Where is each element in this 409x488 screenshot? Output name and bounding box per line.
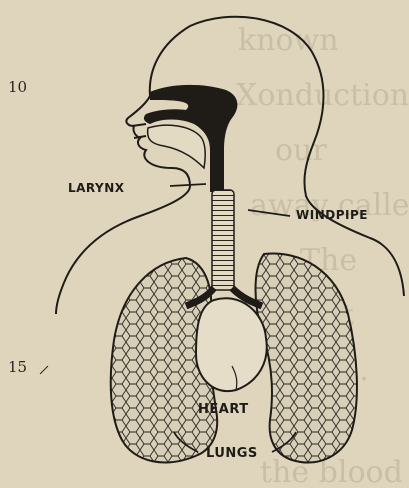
line-number-10: 10 — [8, 78, 27, 96]
trachea — [212, 190, 234, 290]
ghost-text-3: our — [275, 133, 327, 168]
lungs-label: LUNGS — [206, 446, 258, 461]
larynx-label: LARYNX — [68, 181, 125, 195]
line-number-15: 15 — [8, 358, 27, 376]
tongue — [148, 125, 206, 168]
heart — [196, 298, 267, 391]
ghost-text-8: the blood — [260, 455, 403, 488]
larynx-leader — [170, 184, 206, 186]
right-lung — [256, 254, 357, 463]
heart-label: HEART — [198, 402, 249, 417]
windpipe-label: WINDPIPE — [296, 208, 368, 222]
ghost-text-1: known — [238, 23, 339, 58]
margin-tick-15 — [40, 366, 48, 374]
